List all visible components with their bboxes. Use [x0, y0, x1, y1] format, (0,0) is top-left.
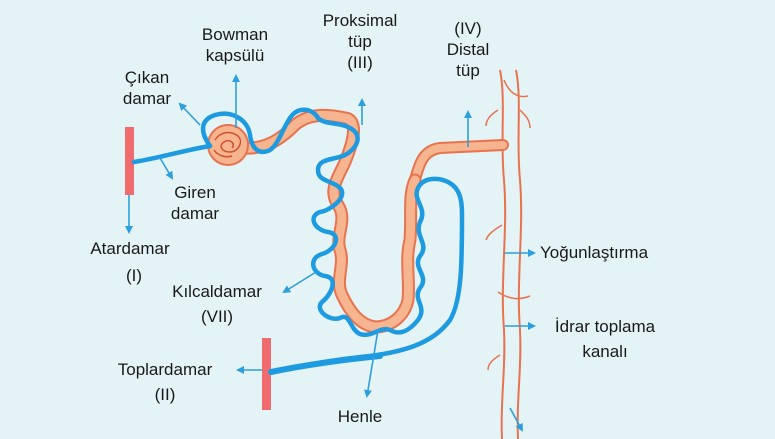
label-capillary: Kılcaldamar (VII) [152, 281, 282, 327]
label-bowman-capsule: Bowman kapsülü [190, 24, 280, 66]
label-collecting-line2: kanalı [540, 341, 670, 362]
label-henle: Henle [320, 406, 400, 427]
collecting-duct [486, 70, 530, 439]
label-efferent-line2: damar [112, 88, 182, 109]
label-proximal-line3: (III) [310, 52, 410, 73]
label-distal-line3: tüp [428, 60, 508, 81]
label-collecting-duct: İdrar toplama kanalı [540, 316, 670, 362]
label-proximal-tubule: Proksimal tüp (III) [310, 10, 410, 73]
label-vein-line1: Toplardamar [100, 359, 230, 380]
label-afferent-line1: Giren [155, 182, 235, 203]
label-proximal-line1: Proksimal [310, 10, 410, 31]
label-vein-line2: (II) [100, 384, 230, 405]
label-distal-tubule: (IV) Distal tüp [428, 18, 508, 81]
label-distal-line2: Distal [428, 39, 508, 60]
label-capillary-line1: Kılcaldamar [152, 281, 282, 302]
label-concentration: Yoğunlaştırma [540, 242, 648, 263]
label-bowman-line1: Bowman [190, 24, 280, 45]
bowman-capsule [208, 125, 248, 165]
label-afferent-vessel: Giren damar [155, 182, 235, 224]
label-efferent-line1: Çıkan [112, 67, 182, 88]
vein-vessel [271, 356, 380, 372]
distal-tubule [415, 145, 503, 180]
label-collecting-line1: İdrar toplama [540, 316, 670, 337]
label-vein: Toplardamar (II) [100, 359, 230, 405]
label-proximal-line2: tüp [310, 31, 410, 52]
label-artery: Atardamar (I) [80, 238, 180, 286]
label-distal-line1: (IV) [428, 18, 508, 39]
label-bowman-line2: kapsülü [190, 45, 280, 66]
label-artery-line1: Atardamar [80, 238, 180, 259]
label-capillary-line2: (VII) [152, 306, 282, 327]
label-afferent-line2: damar [155, 203, 235, 224]
label-henle-line1: Henle [320, 406, 400, 427]
label-efferent-vessel: Çıkan damar [112, 67, 182, 109]
